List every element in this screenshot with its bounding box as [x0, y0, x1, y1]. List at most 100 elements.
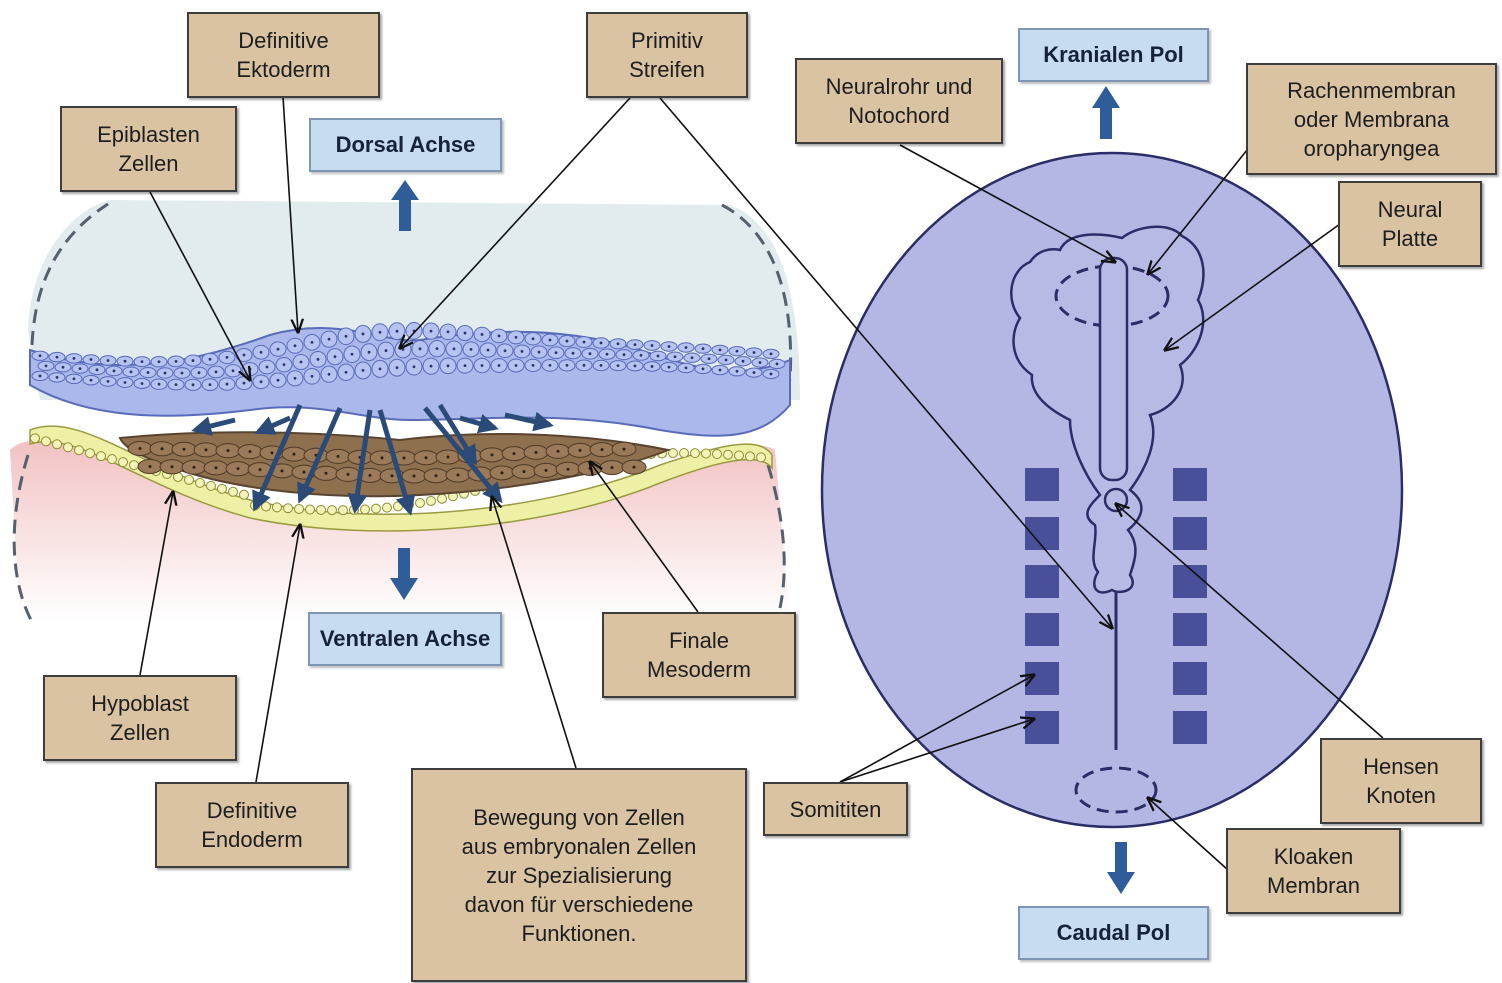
epiblast-nucleus	[361, 332, 365, 336]
mesoderm-nucleus	[544, 468, 548, 472]
label-hensen-node: Hensen Knoten	[1320, 738, 1482, 824]
epiblast-nucleus	[656, 354, 660, 358]
epiblast-nucleus	[446, 364, 450, 368]
epiblast-nucleus	[429, 329, 433, 333]
dorsal-axis-label: Dorsal Achse	[309, 118, 502, 172]
epiblast-nucleus	[667, 365, 671, 369]
dorsal-arrow	[391, 180, 419, 231]
caudal-pole-label: Caudal Pol	[1018, 906, 1209, 960]
epiblast-nucleus	[282, 363, 286, 367]
hypoblast-cell	[261, 501, 271, 512]
epiblast-nucleus	[378, 367, 382, 371]
epiblast-nucleus	[214, 370, 218, 374]
epiblast-nucleus	[367, 350, 371, 354]
epiblast-nucleus	[554, 351, 558, 355]
mesoderm-nucleus	[446, 455, 450, 459]
epiblast-nucleus	[599, 341, 603, 345]
mesoderm-nucleus	[302, 470, 306, 474]
hypoblast-cell	[723, 449, 733, 460]
epiblast-nucleus	[735, 369, 739, 373]
epiblast-nucleus	[769, 372, 773, 376]
epiblast-nucleus	[293, 344, 297, 348]
epiblast-nucleus	[231, 369, 235, 373]
hypoblast-cell	[239, 489, 249, 500]
label-cell-movement: Bewegung von Zellen aus embryonalen Zell…	[411, 768, 747, 982]
neural-tube	[1098, 256, 1129, 482]
mesoderm-nucleus	[170, 465, 174, 469]
epiblast-nucleus	[112, 369, 116, 373]
epiblast-nucleus	[718, 368, 722, 372]
mesoderm-nucleus	[556, 449, 560, 453]
epiblast-nucleus	[248, 367, 252, 371]
label-oropharyngeal-membrane: Rachenmembran oder Membrana oropharyngea	[1246, 63, 1497, 175]
label-epiblast-cells: Epiblasten Zellen	[60, 106, 237, 192]
epiblast-nucleus	[514, 364, 518, 367]
cranial-arrow	[1092, 86, 1120, 139]
mesoderm-nucleus	[522, 470, 526, 474]
epiblast-nucleus	[310, 340, 314, 344]
epiblast-nucleus	[582, 363, 586, 367]
hypoblast-cell	[415, 497, 425, 508]
caudal-arrow	[1107, 842, 1135, 894]
epiblast-nucleus	[752, 351, 756, 354]
epiblast-nucleus	[514, 335, 518, 339]
epiblast-nucleus	[197, 371, 201, 375]
hypoblast-cell	[316, 504, 326, 515]
epiblast-nucleus	[157, 382, 161, 386]
hypoblast-cell	[327, 505, 337, 516]
epiblast-nucleus	[395, 366, 399, 370]
epiblast-nucleus	[344, 334, 348, 338]
epiblast-nucleus	[418, 347, 422, 351]
epiblast-nucleus	[38, 354, 42, 358]
label-definitive-ectoderm: Definitive Ektoderm	[187, 12, 380, 98]
hypoblast-cell	[107, 454, 117, 465]
epiblast-nucleus	[191, 359, 195, 362]
epiblast-nucleus	[463, 331, 467, 335]
mesoderm-nucleus	[500, 471, 504, 475]
epiblast-nucleus	[395, 329, 399, 333]
epiblast-nucleus	[650, 365, 654, 368]
epiblast-nucleus	[361, 369, 365, 372]
epiblast-nucleus	[537, 350, 541, 354]
hensen-node	[1103, 487, 1129, 513]
epiblast-nucleus	[293, 376, 297, 380]
epiblast-nucleus	[242, 353, 246, 357]
hypoblast-cell	[338, 505, 348, 516]
epiblast-nucleus	[265, 365, 269, 369]
epiblast-nucleus	[769, 352, 773, 356]
amnion-dashed-outline	[30, 202, 793, 381]
mesoderm-nucleus	[324, 471, 328, 475]
mesoderm-nucleus	[600, 448, 604, 452]
label-final-mesoderm: Finale Mesoderm	[602, 612, 796, 698]
mesoderm-nucleus	[424, 456, 428, 460]
hypoblast-cell	[305, 504, 315, 515]
epiblast-nucleus	[333, 355, 337, 359]
mesoderm-nucleus	[588, 466, 592, 470]
hypoblast-cell	[118, 457, 128, 468]
hypoblast-cell	[712, 449, 722, 460]
mesoderm-nucleus	[138, 446, 142, 450]
epiblast-nucleus	[78, 367, 82, 370]
hypoblast-cell	[63, 442, 73, 453]
mesoderm-nucleus	[336, 454, 340, 458]
epiblast-nucleus	[106, 359, 110, 362]
hypoblast-cell	[195, 477, 205, 488]
epiblast-nucleus	[605, 352, 609, 356]
epiblast-nucleus	[55, 375, 59, 379]
epiblast-nucleus	[44, 364, 48, 368]
epiblast-nucleus	[72, 356, 76, 360]
hypoblast-cell	[85, 448, 95, 459]
hypoblast-cell	[272, 502, 282, 513]
mesoderm-nucleus	[236, 467, 240, 471]
epiblast-nucleus	[639, 353, 643, 357]
epiblast-nucleus	[497, 334, 501, 338]
hypoblast-cell	[184, 474, 194, 485]
mesoderm-nucleus	[566, 467, 570, 471]
epiblast-nucleus	[163, 371, 167, 375]
epiblast-nucleus	[429, 364, 433, 368]
hypoblast-cell	[745, 451, 755, 462]
mesoderm-nucleus	[160, 447, 164, 451]
hypoblast-cell	[668, 448, 678, 459]
mesoderm-nucleus	[534, 450, 538, 454]
hypoblast-cell	[371, 503, 381, 514]
